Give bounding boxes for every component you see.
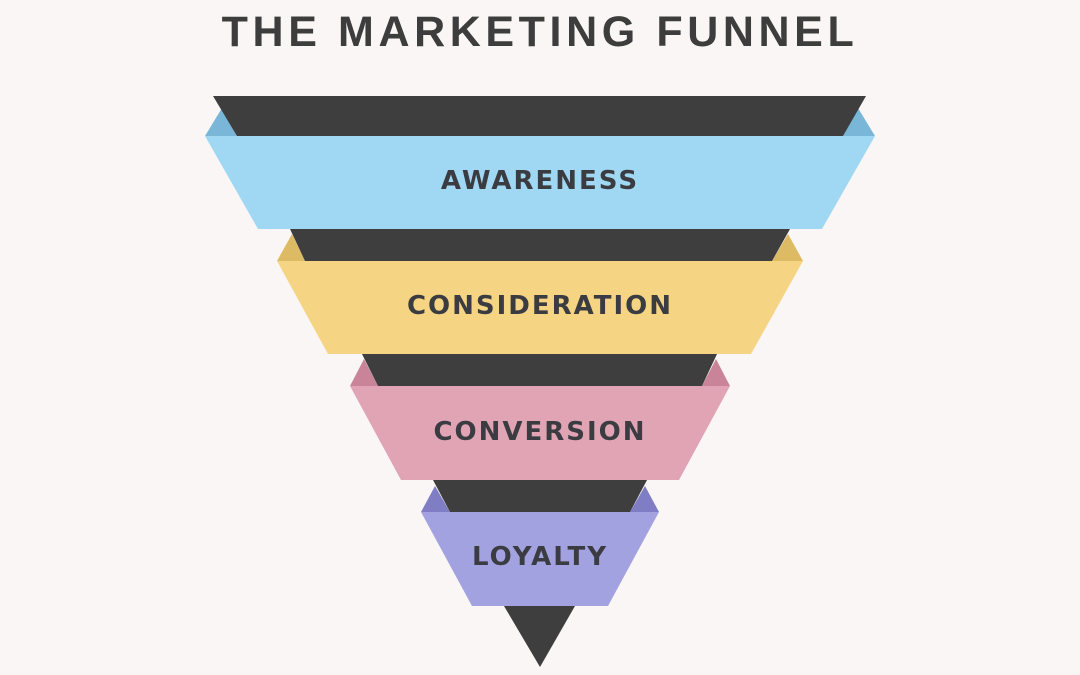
dark-back-awareness (213, 96, 866, 136)
fold-left-conversion (350, 359, 378, 386)
fold-left-consideration (277, 234, 305, 261)
band-conversion (350, 386, 730, 480)
fold-left-awareness (205, 108, 237, 136)
fold-right-awareness (843, 108, 875, 136)
stage-label-loyalty: LOYALTY (471, 542, 609, 572)
dark-back-conversion (362, 354, 717, 386)
stage-label-consideration: CONSIDERATION (406, 291, 674, 321)
funnel-tip-triangle (504, 606, 575, 667)
stage-label-awareness: AWARENESS (440, 166, 640, 196)
fold-right-consideration (772, 234, 803, 261)
band-consideration (277, 261, 803, 354)
funnel-stage-consideration (277, 229, 803, 354)
diagram-title: THE MARKETING FUNNEL (221, 8, 859, 56)
fold-right-conversion (702, 359, 730, 386)
fold-right-loyalty (630, 486, 659, 512)
band-loyalty (421, 512, 659, 606)
funnel-stage-awareness (205, 96, 875, 229)
funnel-stage-loyalty (421, 480, 659, 606)
band-awareness (205, 136, 875, 229)
dark-back-loyalty (433, 480, 647, 512)
fold-left-loyalty (421, 486, 450, 512)
stage-label-conversion: CONVERSION (433, 417, 647, 447)
dark-back-consideration (290, 229, 790, 261)
funnel-stage-conversion (350, 354, 730, 480)
